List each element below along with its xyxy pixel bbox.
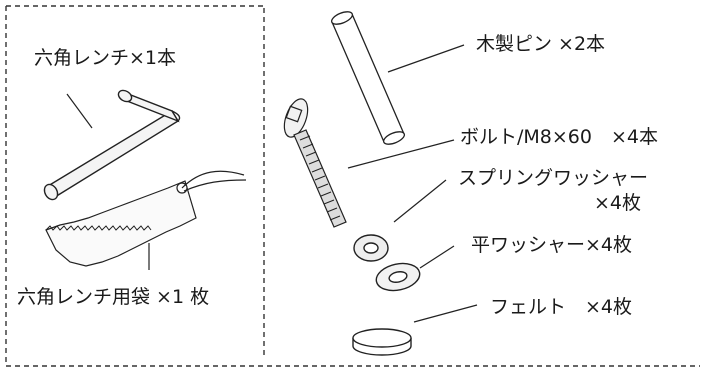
wrench-bag-label: 六角レンチ用袋 ×1 枚 [17,286,210,308]
hex-wrench-label: 六角レンチ×1本 [34,47,177,69]
bolt [283,98,347,228]
leader-lines [66,44,478,323]
bolt-label: ボルト/M8×60 ×4本 [460,126,658,148]
wrench-bag [45,170,247,267]
spring-washer-qty-label: ×4枚 [594,192,642,214]
wood-pin-label: 木製ピン ×2本 [476,33,606,55]
spring-washer-label: スプリングワッシャー [458,167,649,189]
wood-pin [330,11,406,145]
felt-label: フェルト ×4枚 [490,296,633,318]
flat-washer-label: 平ワッシャー×4枚 [471,234,633,256]
hex-wrench [43,89,181,201]
flat-washer [375,262,421,292]
felt-pad [352,328,412,356]
dashed-frame [5,5,700,367]
spring-washer [353,234,389,262]
